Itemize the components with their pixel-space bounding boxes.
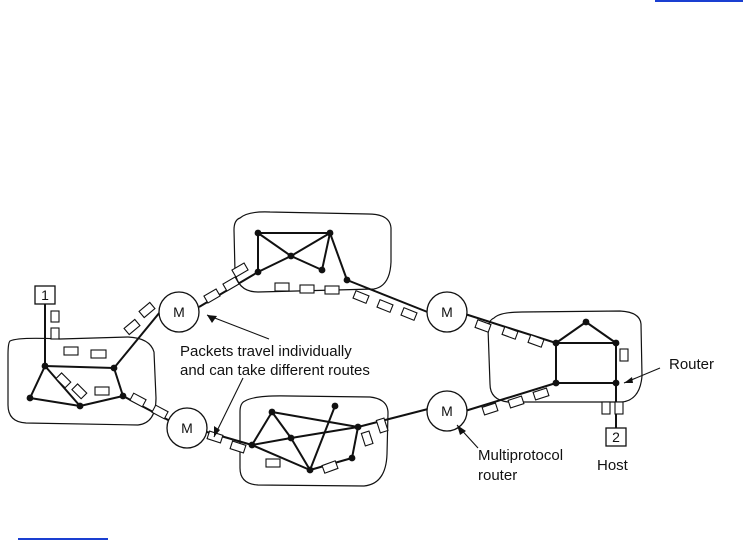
m-top-left-label: M [173,304,185,320]
packets-label-line1: Packets travel individually [180,343,352,360]
router-label: Router [669,356,714,373]
host-1-label: 1 [41,287,49,303]
link-left-to-m-top [114,312,160,368]
packets-label-line2: and can take different routes [180,362,370,379]
m-top-right-label: M [441,304,453,320]
multiprotocol-router-label-line1: Multiprotocol [478,447,563,464]
network-right-boundary [488,311,642,402]
host-2-label: 2 [612,429,620,445]
multiprotocol-router-label-line2: router [478,467,517,484]
m-bottom-right-label: M [441,403,453,419]
network-left-boundary [8,337,156,425]
link-bottom-network-to-m-lower-right [358,409,428,427]
host-label: Host [597,457,629,474]
m-bottom-left-label: M [181,420,193,436]
